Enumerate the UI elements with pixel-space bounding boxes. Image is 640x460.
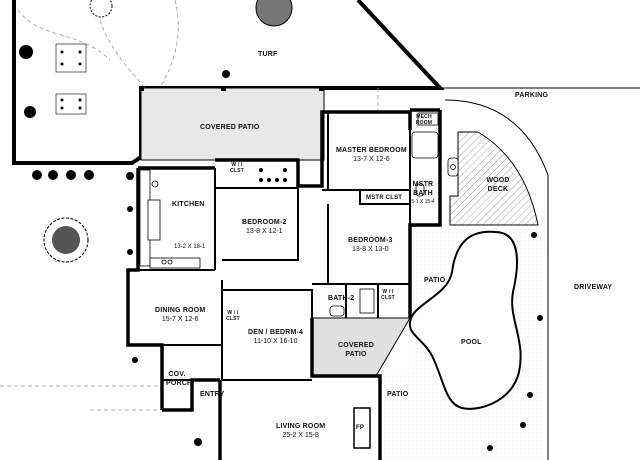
master-bedroom-label: MASTER BEDROOM 13-7 X 12-6	[336, 146, 407, 164]
wic-den-name: W / I CLST	[226, 310, 240, 322]
fireplace-box	[353, 407, 371, 449]
driveway-label-text: DRIVEWAY	[574, 284, 613, 291]
dining-room-dims: 15-7 X 12-6	[161, 316, 199, 323]
covered-patio-top-name: COVERED PATIO	[200, 124, 260, 131]
landscape-trees	[43, 0, 293, 263]
covered-patio-side-name: COVERED PATIO	[338, 342, 375, 358]
mstr-bath-dims: 5-1 X 15-4	[411, 199, 435, 205]
pool-label: POOL	[461, 338, 482, 347]
bath2-label: BATH-2	[328, 294, 354, 303]
entry-label: ENTRY	[200, 390, 224, 399]
parking-label-text: PARKING	[515, 92, 549, 99]
wic-bedroom2-name: W / I CLST	[230, 162, 244, 174]
kitchen-name: KITCHEN	[172, 201, 205, 208]
turf-label: TURF	[258, 50, 277, 59]
bedroom2-dims: 13-8 X 12-1	[246, 228, 283, 235]
pool	[408, 230, 522, 410]
bath2-fixtures	[329, 288, 375, 317]
patio-east-label: PATIO	[424, 276, 445, 285]
mstr-clst-label: MSTR CLST	[366, 194, 402, 203]
living-room-label: LIVING ROOM 25-2 X 15-8	[276, 422, 325, 440]
dining-room-name: DINING ROOM	[155, 307, 206, 314]
bedroom3-name: BEDROOM-3	[348, 237, 393, 244]
fireplace-name: FP	[356, 425, 365, 431]
den-name: DEN / BEDRM-4	[248, 329, 304, 336]
kitchen-counters	[139, 169, 201, 269]
parking-label: PARKING	[515, 91, 548, 100]
bedroom3-dims: 13-8 X 13-0	[352, 246, 389, 253]
bedroom3-label: BEDROOM-3 13-8 X 13-0	[348, 236, 393, 254]
driveway-label: DRIVEWAY	[574, 283, 612, 292]
exterior-walls	[126, 108, 442, 460]
mstr-clst-name: MSTR CLST	[366, 195, 403, 201]
wic-bedroom2-label: W / I CLST	[228, 162, 246, 174]
patio-furniture	[55, 43, 287, 182]
bedroom2-label: BEDROOM-2 13-8 X 12-1	[242, 218, 287, 236]
mech-room-name: MECH ROOM	[415, 114, 433, 126]
site-boundary-lines	[0, 0, 379, 411]
master-bath-fixtures	[411, 112, 459, 197]
turf-label-text: TURF	[258, 51, 278, 58]
landscape-shrubs	[19, 45, 543, 451]
wic-bath-name: W / I CLST	[381, 289, 395, 301]
kitchen-dims-label: 13-2 X 18-1	[174, 243, 205, 252]
wood-deck-label: WOOD DECK	[484, 176, 512, 194]
bath2-name: BATH-2	[328, 295, 355, 302]
den-dims: 11-10 X 16-10	[253, 338, 298, 345]
master-bedroom-name: MASTER BEDROOM	[336, 147, 407, 154]
cov-porch-label: COV. PORCH	[166, 370, 193, 388]
kitchen-dims: 13-2 X 18-1	[174, 244, 206, 250]
living-room-name: LIVING ROOM	[276, 423, 326, 430]
patio-south-label-text: PATIO	[387, 391, 409, 398]
covered-patio-top-label: COVERED PATIO	[200, 123, 260, 132]
den-label: DEN / BEDRM-4 11-10 X 16-10	[248, 328, 303, 346]
fireplace-label: FP	[356, 424, 364, 433]
dining-room-label: DINING ROOM 15-7 X 12-6	[155, 306, 205, 324]
wic-den-label: W / I CLST	[225, 310, 241, 322]
cov-porch-name: COV. PORCH	[166, 371, 193, 387]
entry-name: ENTRY	[200, 391, 225, 398]
driveway-curb	[444, 99, 549, 460]
covered-patio-side-label: COVERED PATIO	[338, 341, 374, 359]
pool-label-text: POOL	[461, 339, 482, 346]
master-bedroom-dims: 13-7 X 12-6	[353, 156, 390, 163]
mstr-bath-label: MSTR BATH 5-1 X 15-4	[410, 180, 436, 207]
wood-deck-label-text: WOOD DECK	[486, 177, 510, 193]
mstr-bath-name: MSTR BATH	[412, 181, 434, 197]
living-room-dims: 25-2 X 15-8	[282, 432, 319, 439]
patio-east-label-text: PATIO	[424, 277, 446, 284]
wic-bath-label: W / I CLST	[380, 289, 396, 301]
interior-walls	[128, 112, 411, 381]
patio-south-label: PATIO	[387, 390, 408, 399]
kitchen-label: KITCHEN	[172, 200, 205, 209]
mech-room-label: MECH ROOM	[413, 114, 435, 126]
bedroom2-name: BEDROOM-2	[242, 219, 287, 226]
